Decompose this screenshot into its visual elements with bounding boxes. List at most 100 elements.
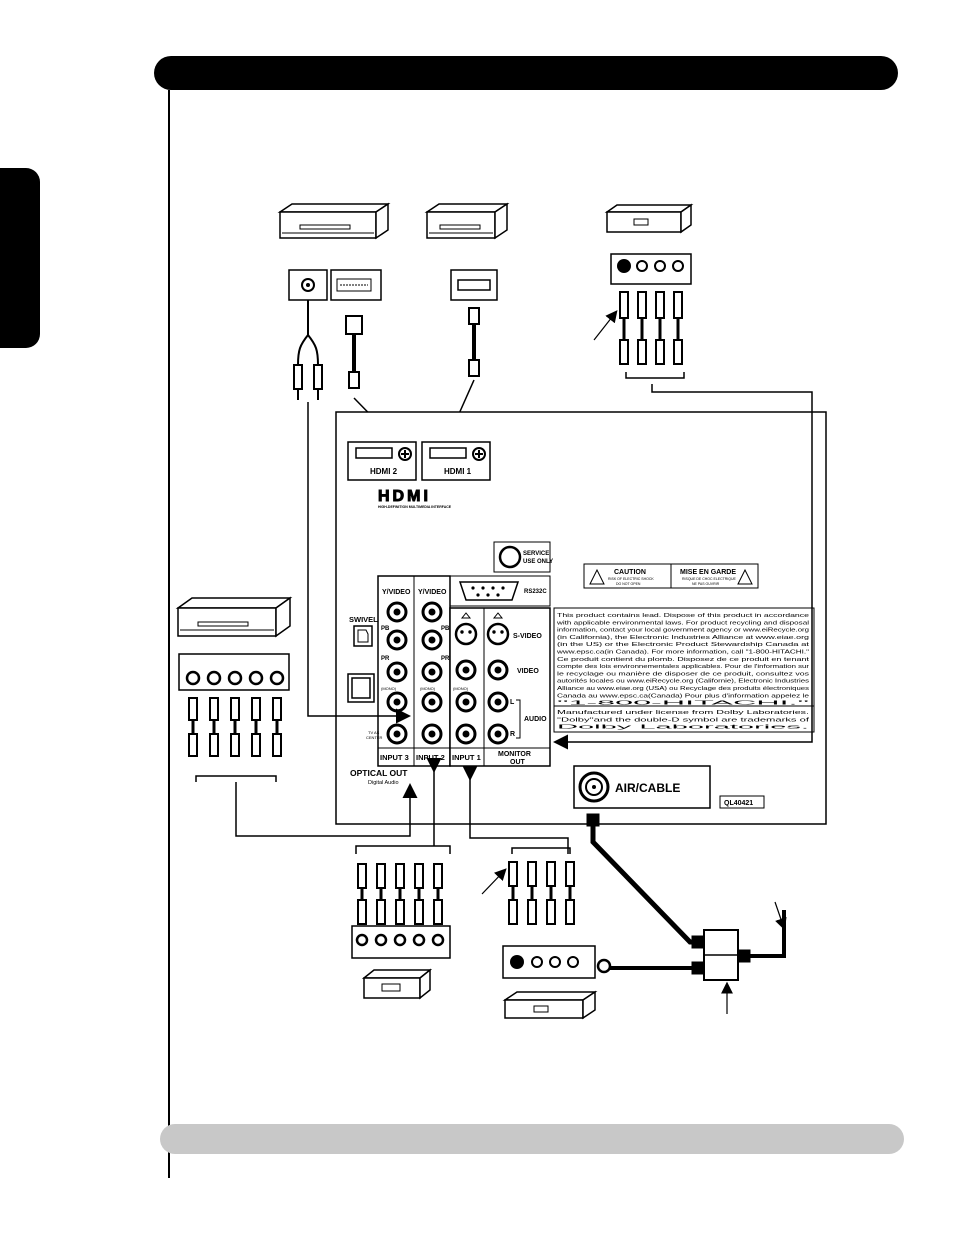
swivel-port[interactable]	[353, 625, 373, 647]
component-cables-bottom	[357, 863, 443, 925]
antenna-splitter	[586, 813, 787, 1014]
caution-sub-2: DO NOT OPEN	[616, 582, 641, 586]
monitor-out-line	[553, 384, 813, 750]
audio-y-cable	[293, 300, 323, 400]
model-badge	[719, 795, 765, 809]
vcr-device-top-middle	[424, 202, 510, 240]
hdmi2-port[interactable]	[347, 441, 417, 481]
input1-mono-label: (MONO)	[453, 686, 469, 691]
notice-line: This product contains lead. Dispose of t…	[557, 613, 809, 619]
input2-mono-label: (MONO)	[420, 686, 436, 691]
notice-line: "1-800-HITACHI."	[557, 701, 810, 707]
header-bar	[154, 56, 898, 90]
svideo-jacks[interactable]	[454, 612, 510, 646]
model-label: QL40421	[724, 800, 753, 807]
monitor-out-label-2: OUT	[510, 759, 526, 766]
dolby-notice-text: Manufactured under license from Dolby La…	[557, 710, 810, 731]
input2-yvideo-label: Y/VIDEO	[418, 589, 447, 596]
mise-sub-1: RISQUE DE CHOC ELECTRIQUE	[682, 577, 737, 581]
rs232c-port[interactable]	[449, 575, 551, 607]
hdmi1-port[interactable]	[421, 441, 491, 481]
input2-pr-label: PR	[441, 656, 450, 662]
mise-sub-2: NE PAS OUVRIR	[692, 582, 720, 586]
notice-line: Alliance au www.eiae.org (USA) ou Recycl…	[557, 686, 810, 692]
hdmi-logo: HDMI	[378, 488, 431, 505]
caution-label	[583, 563, 759, 589]
input3-label: INPUT 3	[380, 753, 409, 762]
notice-line: Ce produit contient du plomb. Disposez d…	[557, 657, 810, 663]
notice-line: Canada au www.epsc.ca(Canada) Pour plus …	[557, 693, 809, 699]
rs232c-label: RS232C	[524, 589, 547, 595]
hdmi1-label: HDMI 1	[444, 467, 472, 476]
audio-to-input3-line	[307, 402, 411, 724]
audio-r-label: R	[510, 731, 515, 738]
svideo-av-cables-top	[593, 291, 685, 379]
notice-line: Manufactured under license from Dolby La…	[557, 710, 809, 716]
hdmi-cable	[468, 307, 480, 377]
tv-as-center-2: CENTER	[366, 735, 383, 740]
digital-audio-label: Digital Audio	[368, 780, 399, 786]
notice-line: autorités locales ou www.eiRecycle.org (…	[557, 679, 810, 685]
air-cable-port[interactable]	[573, 765, 711, 809]
input3-pb-label: PB	[381, 626, 390, 632]
audio-label: AUDIO	[524, 716, 547, 723]
left-margin-rule	[168, 90, 170, 1178]
hdmi-jack-panel	[450, 269, 498, 301]
video-label: VIDEO	[517, 668, 539, 675]
component-jacks[interactable]	[386, 601, 443, 745]
swivel-label: SWIVEL	[349, 615, 378, 624]
vcr-left-cables	[188, 697, 282, 782]
component-source-jack-panel	[351, 925, 451, 959]
tv-as-center-1: TV AS	[368, 730, 380, 735]
av-cables-bottom	[481, 861, 575, 925]
vcr-device-left	[175, 596, 293, 638]
hdmi2-label: HDMI 2	[370, 467, 398, 476]
component-to-input2-line	[355, 770, 451, 854]
notice-line: compte des lois environnementales applic…	[557, 664, 809, 670]
optical-out-label: OPTICAL OUT	[350, 768, 408, 778]
optical-out-port[interactable]	[347, 673, 375, 703]
dvd-device-top-right	[604, 203, 694, 234]
av-to-input1-line	[462, 766, 569, 854]
input3-pr-label: PR	[381, 656, 390, 662]
component-source-device	[361, 968, 433, 1000]
notice-line: le recyclage ou manière de disposer de c…	[557, 671, 810, 677]
vcr-device-top-left	[277, 202, 391, 240]
notice-line: with applicable environmental laws. For …	[557, 620, 809, 626]
service-label-2: USE ONLY	[523, 559, 553, 565]
hdmi-tagline: HIGH-DEFINITION MULTIMEDIA INTERFACE	[378, 505, 452, 509]
air-cable-label: AIR/CABLE	[615, 781, 680, 795]
dvd-device-bottom	[502, 990, 598, 1020]
notice-line: Dolby Laboratories.	[557, 725, 809, 731]
notice-line: "Dolby"and the double-D symbol are trade…	[557, 717, 810, 723]
audio-jack-panel	[288, 269, 328, 301]
vcr-left-jack-panel	[178, 653, 290, 691]
video-audio-jacks[interactable]	[455, 659, 509, 745]
notice-line: www.epsc.ca(in Canada). For more informa…	[557, 650, 809, 656]
caution-title: CAUTION	[614, 569, 646, 576]
input3-yvideo-label: Y/VIDEO	[382, 589, 411, 596]
dvi-cable	[345, 315, 363, 389]
mise-en-garde-title: MISE EN GARDE	[680, 569, 736, 576]
input3-mono-label: (MONO)	[381, 686, 397, 691]
notice-line: (in the US) or the Electronic Product St…	[557, 642, 810, 648]
input1-monitor-block	[449, 607, 551, 767]
vcr-left-to-input3-line	[235, 782, 418, 837]
input2-label: INPUT 2	[416, 753, 445, 762]
monitor-out-label-1: MONITOR	[498, 751, 531, 758]
audio-l-label: L	[510, 699, 515, 706]
svideo-av-source-jack-panel	[502, 945, 612, 979]
input1-label: INPUT 1	[452, 753, 481, 762]
caution-sub-1: RISK OF ELECTRIC SHOCK	[608, 577, 654, 581]
footer-bar	[160, 1124, 904, 1154]
dolby-notice-box	[553, 705, 815, 733]
notice-line: information, contact your local governme…	[557, 628, 809, 634]
dvi-jack-panel	[330, 269, 382, 301]
svideo-label: S-VIDEO	[513, 633, 542, 640]
input2-pb-label: PB	[441, 626, 450, 632]
notice-line: (in California), the Electronic Industri…	[557, 635, 809, 641]
side-section-tab	[0, 168, 40, 348]
svideo-av-jack-panel	[610, 253, 692, 285]
service-port	[493, 541, 551, 573]
